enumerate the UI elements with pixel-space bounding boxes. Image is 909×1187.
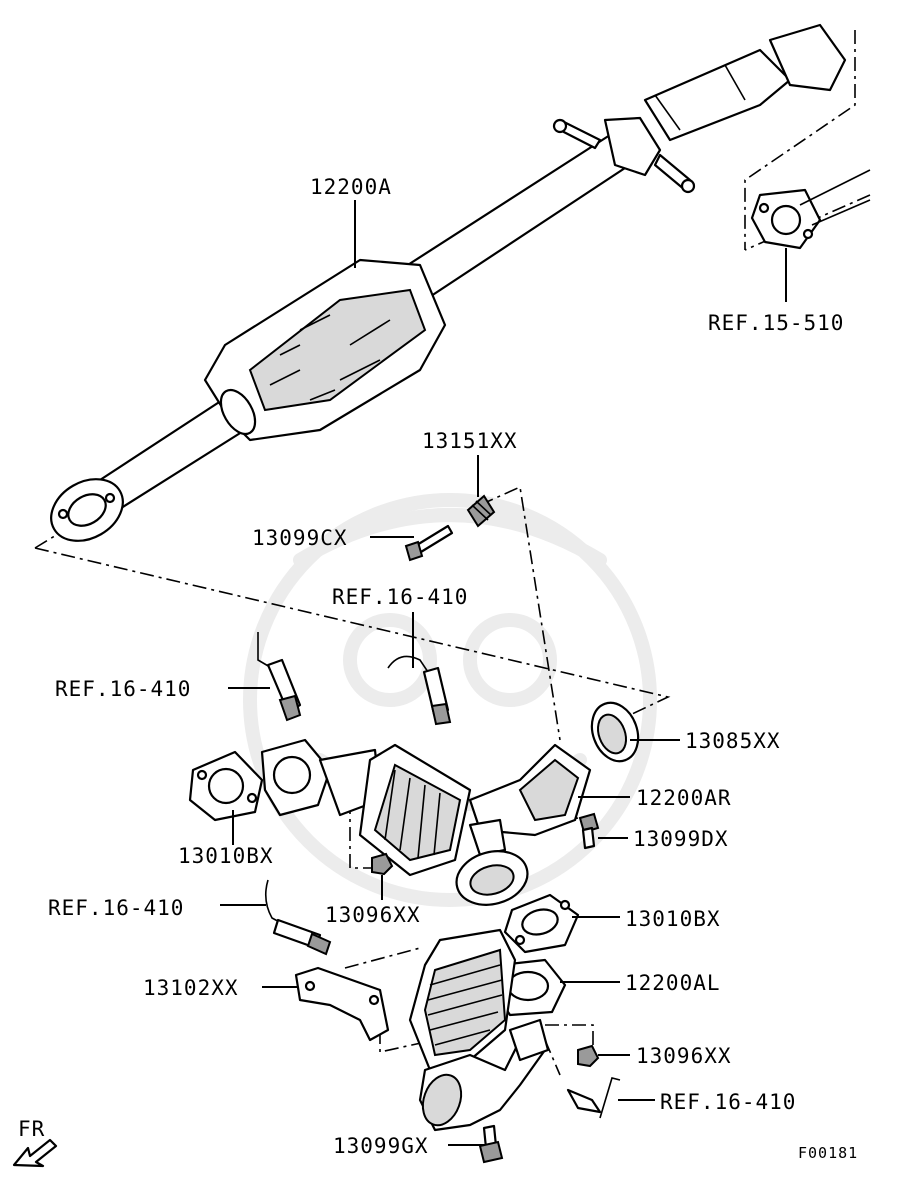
front-direction-indicator: FR: [12, 1117, 58, 1168]
front-arrow-icon: [12, 1138, 58, 1168]
gasket-13010BX-left[interactable]: [188, 750, 264, 822]
front-pipe-12200A[interactable]: [40, 23, 847, 553]
label-13099DX: 13099DX: [633, 827, 729, 851]
gasket-13010BX-right[interactable]: [503, 893, 580, 954]
label-13096XX-upper: 13096XX: [325, 903, 421, 927]
label-13085XX: 13085XX: [685, 729, 781, 753]
o2-sensor-upper-right[interactable]: [387, 655, 452, 726]
label-13010BX-left: 13010BX: [178, 844, 274, 868]
fr-label: FR: [18, 1117, 45, 1141]
label-12200AR: 12200AR: [636, 786, 732, 810]
spring-13151XX[interactable]: [466, 494, 496, 528]
label-ref-15-510: REF.15-510: [708, 311, 844, 335]
bolt-13099GX[interactable]: [478, 1124, 504, 1164]
label-ref-16-410-mid: REF.16-410: [48, 896, 184, 920]
o2-sensor-upper-left[interactable]: [257, 632, 302, 722]
leader-lines: [220, 200, 787, 1146]
label-13151XX: 13151XX: [422, 429, 518, 453]
flange-ring-lower[interactable]: [450, 844, 533, 913]
gasket-13085XX[interactable]: [584, 696, 646, 767]
o2-sensor-lower-right[interactable]: [566, 1077, 621, 1119]
label-13099CX: 13099CX: [252, 526, 348, 550]
label-ref-16-410-top: REF.16-410: [332, 585, 468, 609]
bolt-13099CX[interactable]: [404, 524, 454, 562]
label-13096XX-lower: 13096XX: [636, 1044, 732, 1068]
label-13102XX: 13102XX: [143, 976, 239, 1000]
flange-ref-15-510[interactable]: [750, 169, 871, 250]
label-ref-16-410-bottom: REF.16-410: [660, 1090, 796, 1114]
catalytic-converter-12200AR[interactable]: [260, 738, 592, 877]
label-13010BX-right: 13010BX: [625, 907, 721, 931]
bracket-13102XX[interactable]: [294, 966, 390, 1042]
label-13099GX: 13099GX: [333, 1134, 429, 1158]
label-12200A: 12200A: [310, 175, 392, 199]
figure-code: F00181: [798, 1144, 858, 1162]
label-12200AL: 12200AL: [625, 971, 721, 995]
catalytic-converter-12200AL[interactable]: [408, 928, 567, 1132]
nut-13096XX-lower[interactable]: [577, 1044, 600, 1068]
label-ref-16-410-left: REF.16-410: [55, 677, 191, 701]
part-labels: 12200A REF.15-510 13151XX 13099CX REF.16…: [48, 175, 844, 1158]
o2-sensor-lower-left[interactable]: [264, 879, 332, 956]
bolt-13099DX[interactable]: [578, 812, 600, 850]
nut-13096XX-upper[interactable]: [371, 852, 394, 876]
